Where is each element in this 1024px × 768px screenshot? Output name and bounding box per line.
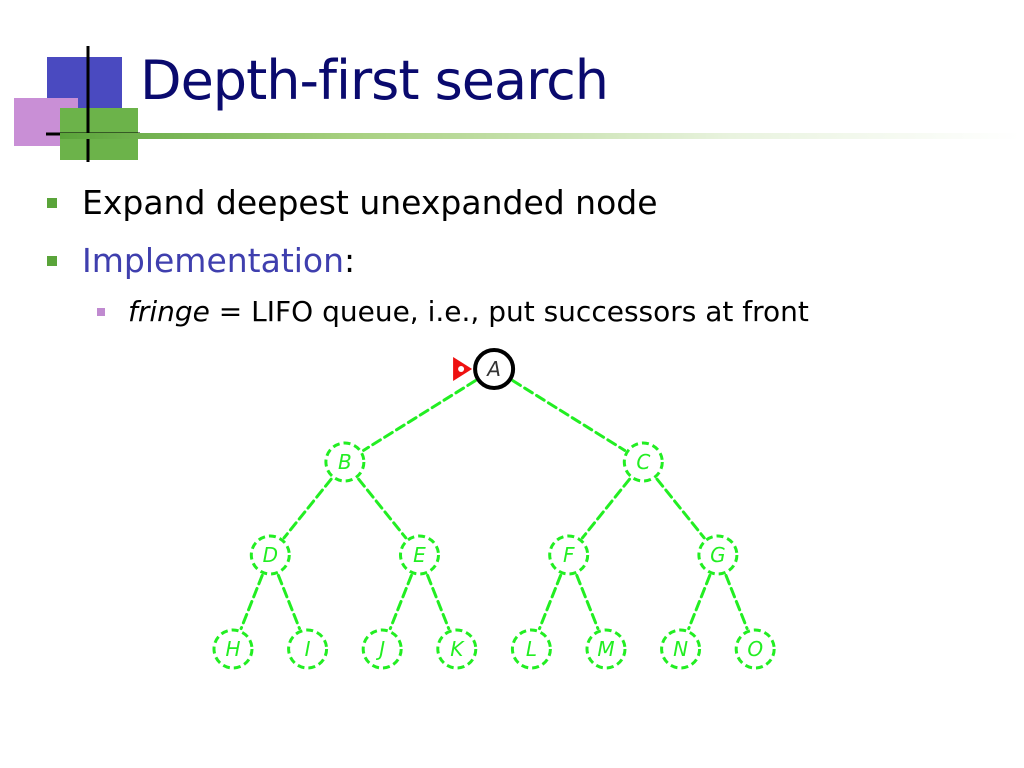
slide-title: Depth-first search <box>140 49 609 112</box>
tree-edge-c-f <box>580 477 632 540</box>
tree-edge-e-k <box>426 573 451 631</box>
tree-node-o: O <box>734 628 776 670</box>
tree-node-b: B <box>324 441 366 483</box>
tree-node-label: I <box>305 637 311 661</box>
tree-node-circle <box>510 628 552 670</box>
fringe-term: fringe <box>128 295 210 328</box>
tree-node-label: M <box>597 637 614 661</box>
tree-edge-c-g <box>655 477 706 540</box>
search-tree-diagram: A B C D E F G H I J K L M N O <box>212 348 776 670</box>
implementation-term: Implementation <box>82 241 345 280</box>
tree-node-circle <box>436 628 478 670</box>
bullet-square-icon <box>47 198 57 208</box>
fringe-description: = LIFO queue, i.e., put successors at fr… <box>209 295 809 328</box>
tree-edge-a-c <box>511 379 627 452</box>
tree-node-label: D <box>263 543 278 567</box>
tree-node-label: A <box>485 357 501 381</box>
bullet-square-icon <box>47 256 57 266</box>
tree-edge-f-l <box>538 573 563 631</box>
tree-node-g: G <box>697 534 739 576</box>
tree-node-circle <box>660 628 702 670</box>
tree-node-label: J <box>375 637 385 661</box>
tree-node-label: N <box>673 637 688 661</box>
tree-node-a: A <box>473 348 516 390</box>
tree-node-circle <box>734 628 776 670</box>
tree-node-circle <box>287 628 329 670</box>
tree-edge-g-n <box>687 573 712 631</box>
sub-bullet-text-group: fringe = LIFO queue, i.e., put successor… <box>128 290 809 334</box>
tree-node-k: K <box>436 628 478 670</box>
tree-edge-a-b <box>362 379 477 452</box>
tree-edge-f-m <box>575 573 600 631</box>
tree-node-n: N <box>660 628 702 670</box>
tree-node-label: L <box>526 637 537 661</box>
tree-node-label: H <box>225 637 240 661</box>
sub-bullet-square-icon <box>97 308 105 316</box>
tree-node-i: I <box>287 628 329 670</box>
tree-node-d: D <box>249 534 291 576</box>
tree-node-label: G <box>710 543 726 567</box>
tree-node-circle <box>212 628 254 670</box>
tree-edge-d-h <box>239 573 264 631</box>
tree-node-j: J <box>361 628 403 670</box>
implementation-colon: : <box>344 241 356 280</box>
tree-node-circle <box>585 628 627 670</box>
tree-edge-e-j <box>388 573 413 631</box>
tree-node-label: B <box>338 450 352 474</box>
tree-node-m: M <box>585 628 627 670</box>
tree-edge-g-o <box>724 573 749 631</box>
tree-node-c: C <box>622 441 664 483</box>
tree-node-circle <box>399 534 440 576</box>
tree-node-label: O <box>747 637 763 661</box>
tree-node-l: L <box>510 628 552 670</box>
bullet-text: Expand deepest unexpanded node <box>82 183 658 222</box>
tree-node-circle <box>622 441 664 483</box>
tree-node-circle <box>249 534 291 576</box>
tree-node-circle <box>548 534 590 576</box>
tree-node-label: C <box>636 450 650 474</box>
tree-node-e: E <box>399 534 440 576</box>
tree-node-circle <box>361 628 403 670</box>
tree-node-circle <box>324 441 366 483</box>
title-underline <box>60 133 1020 139</box>
marker-highlight <box>458 366 465 372</box>
bullet-text-group: Implementation: <box>82 236 355 286</box>
tree-node-f: F <box>548 534 590 576</box>
tree-edge-b-d <box>282 477 333 540</box>
tree-node-label: K <box>450 637 465 661</box>
tree-node-label: E <box>413 543 426 567</box>
tree-edge-b-e <box>357 477 408 540</box>
tree-edge-d-i <box>276 573 301 631</box>
tree-node-h: H <box>212 628 254 670</box>
tree-node-circle <box>697 534 739 576</box>
tree-node-circle <box>473 348 516 390</box>
tree-node-label: F <box>563 543 575 567</box>
